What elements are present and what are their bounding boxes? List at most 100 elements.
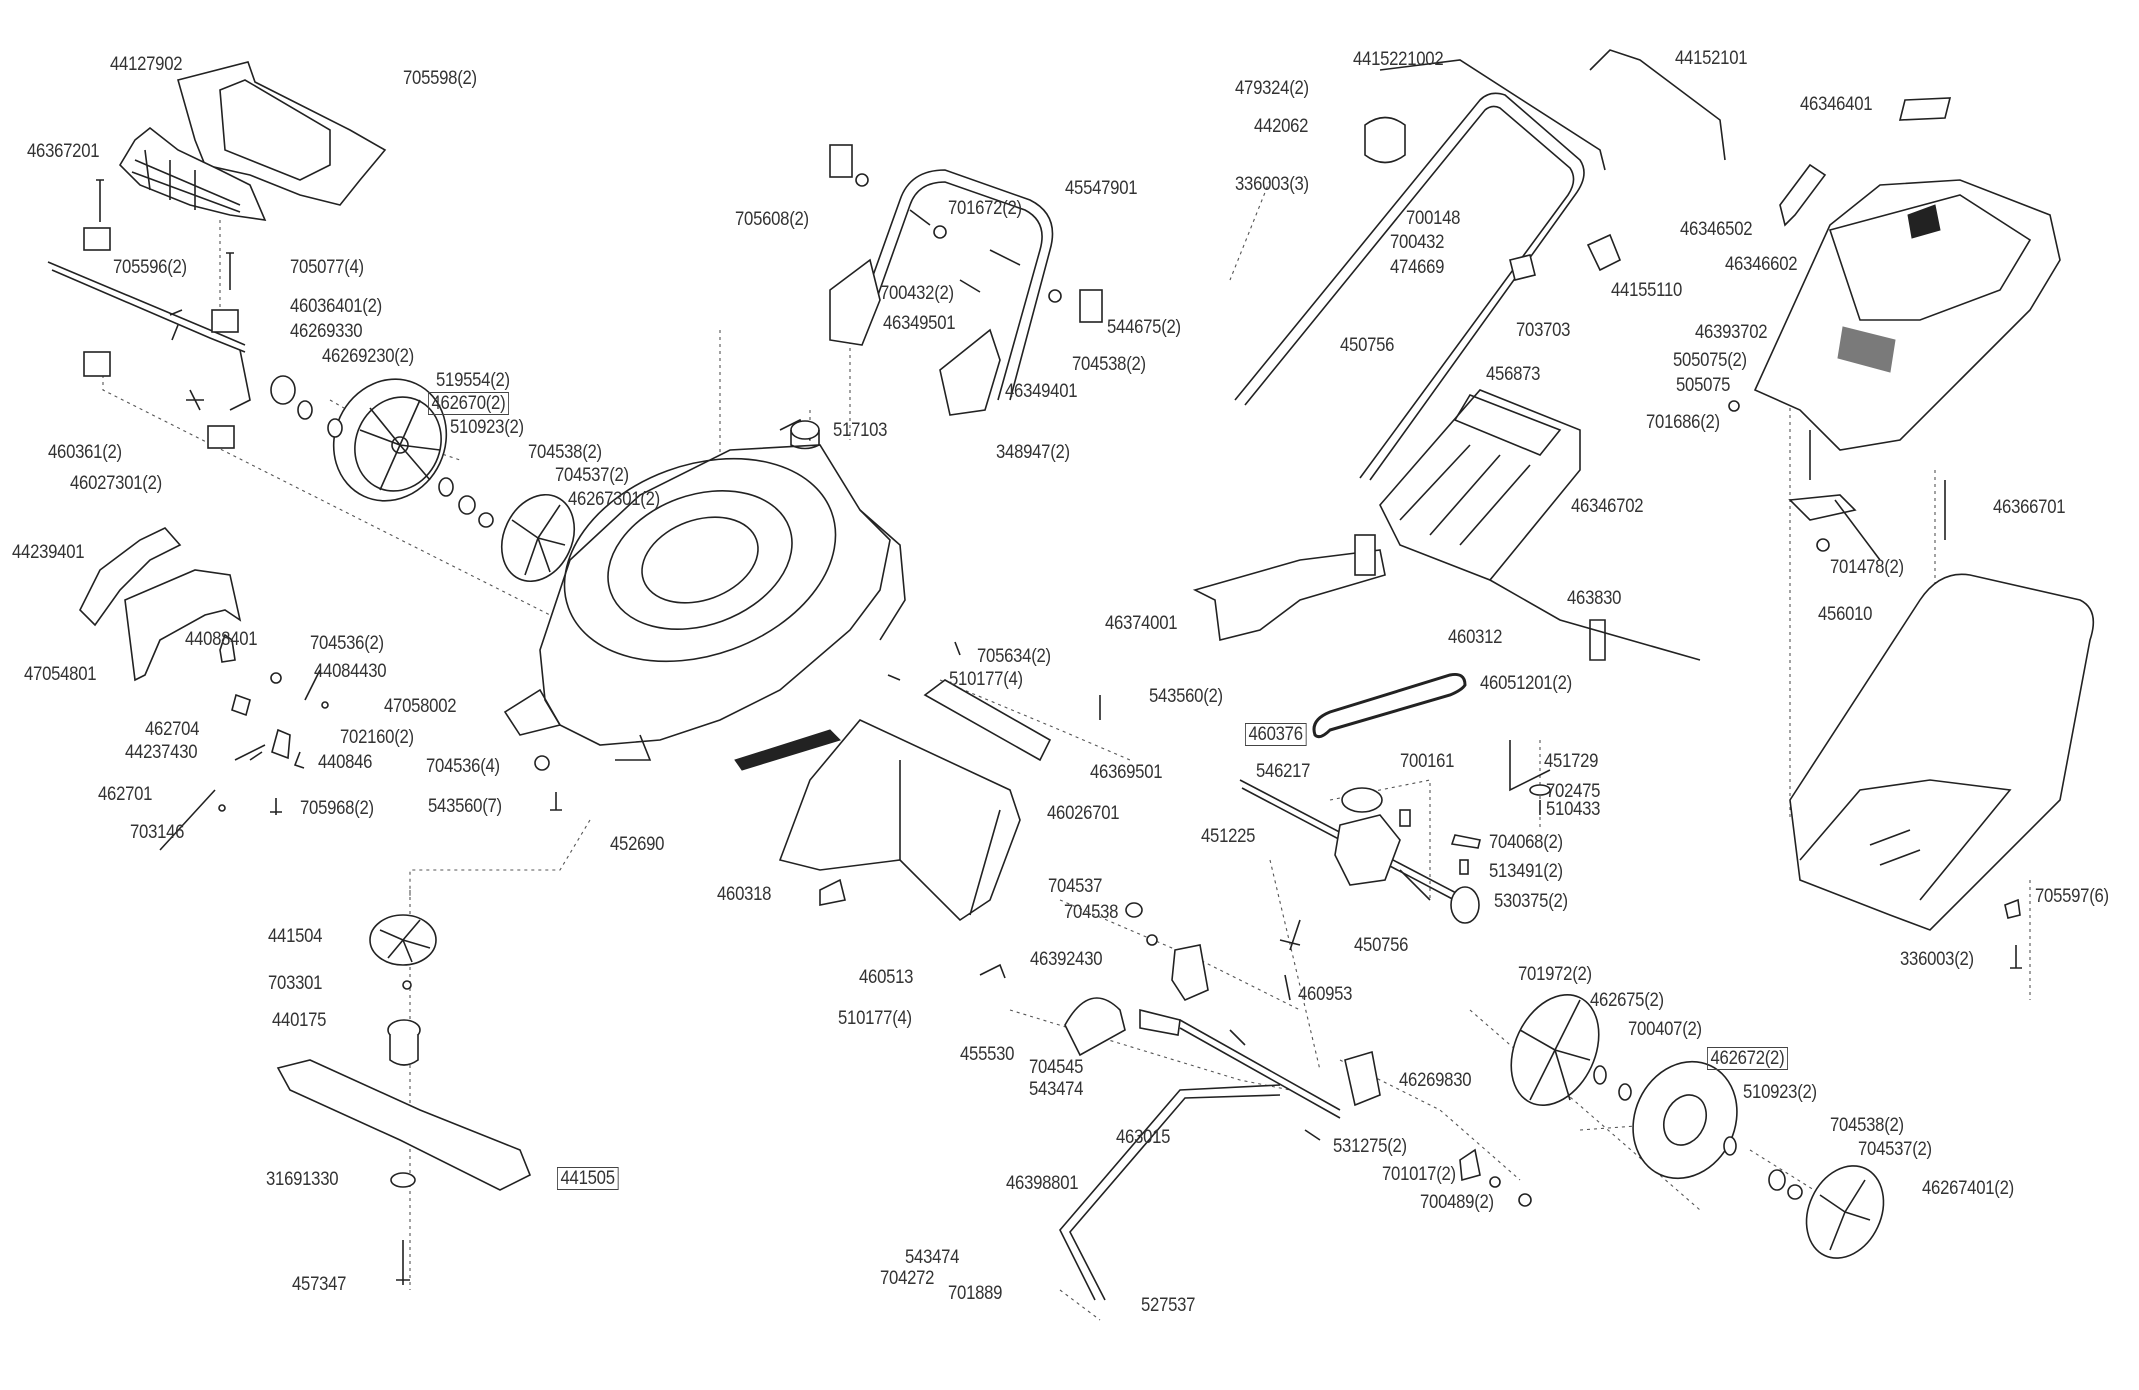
part-label: 451225 xyxy=(1201,826,1256,847)
part-label: 336003(2) xyxy=(1900,949,1974,970)
part-label: 705968(2) xyxy=(300,798,374,819)
part-label: 46367201 xyxy=(27,141,100,162)
front-axle xyxy=(47,179,313,449)
part-label: 46346602 xyxy=(1725,254,1798,275)
grass-bag-top xyxy=(1728,97,2061,561)
part-label: 700432 xyxy=(1390,232,1445,253)
part-label: 46026701 xyxy=(1047,803,1120,824)
part-label: 463015 xyxy=(1116,1127,1171,1148)
part-label: 474669 xyxy=(1390,257,1445,278)
part-label: 530375(2) xyxy=(1494,891,1568,912)
part-label: 700489(2) xyxy=(1420,1192,1494,1213)
part-label: 44152101 xyxy=(1675,48,1748,69)
lower-handle xyxy=(790,144,1103,450)
part-label: 513491(2) xyxy=(1489,861,1563,882)
part-label: 46036401(2) xyxy=(290,296,382,317)
part-label: 460312 xyxy=(1448,627,1503,648)
upper-handle xyxy=(1234,49,1726,481)
part-label: 704537 xyxy=(1048,876,1103,897)
part-label: 705608(2) xyxy=(735,209,809,230)
part-label: 703146 xyxy=(130,822,185,843)
rear-chute xyxy=(734,641,1101,979)
height-adjust-parts xyxy=(159,633,562,851)
part-label: 479324(2) xyxy=(1235,78,1309,99)
part-label-boxed: 441505 xyxy=(557,1167,619,1190)
part-label: 700407(2) xyxy=(1628,1019,1702,1040)
part-label: 705598(2) xyxy=(403,68,477,89)
part-label: 46267301(2) xyxy=(568,489,660,510)
part-label: 544675(2) xyxy=(1107,317,1181,338)
part-label: 701478(2) xyxy=(1830,557,1904,578)
part-label: 704536(2) xyxy=(310,633,384,654)
front-cover xyxy=(118,61,387,221)
part-label: 704537(2) xyxy=(555,465,629,486)
grass-bag xyxy=(1789,573,2095,969)
part-label: 47058002 xyxy=(384,696,457,717)
part-label: 441504 xyxy=(268,926,323,947)
part-label: 543560(2) xyxy=(1149,686,1223,707)
part-label: 703703 xyxy=(1516,320,1571,341)
part-label-boxed: 462672(2) xyxy=(1707,1047,1788,1070)
part-label: 46346502 xyxy=(1680,219,1753,240)
front-wheel-left xyxy=(327,378,576,583)
part-label: 46349401 xyxy=(1005,381,1078,402)
part-label: 46346702 xyxy=(1571,496,1644,517)
part-label: 505075(2) xyxy=(1673,350,1747,371)
part-label: 460953 xyxy=(1298,984,1353,1005)
part-label: 46366701 xyxy=(1993,497,2066,518)
part-label: 462701 xyxy=(98,784,153,805)
rear-wheel xyxy=(1510,993,1885,1259)
part-label: 704538(2) xyxy=(528,442,602,463)
part-label: 705077(4) xyxy=(290,257,364,278)
part-label: 505075 xyxy=(1676,375,1731,396)
part-label: 336003(3) xyxy=(1235,174,1309,195)
part-label: 700432(2) xyxy=(880,283,954,304)
part-label: 702475 xyxy=(1546,781,1601,802)
part-label: 46269230(2) xyxy=(322,346,414,367)
part-label: 704068(2) xyxy=(1489,832,1563,853)
part-label: 46398801 xyxy=(1006,1173,1079,1194)
part-label: 703301 xyxy=(268,973,323,994)
part-label: 46374001 xyxy=(1105,613,1178,634)
part-label: 543474 xyxy=(905,1247,960,1268)
part-label: 510923(2) xyxy=(1743,1082,1817,1103)
part-label: 455530 xyxy=(960,1044,1015,1065)
part-label: 31691330 xyxy=(266,1169,339,1190)
part-label: 46349501 xyxy=(883,313,956,334)
part-label: 450756 xyxy=(1340,335,1395,356)
part-label: 510177(4) xyxy=(949,669,1023,690)
part-label: 456010 xyxy=(1818,604,1873,625)
part-label: 44088401 xyxy=(185,629,258,650)
part-label: 519554(2) xyxy=(436,370,510,391)
part-label: 460513 xyxy=(859,967,914,988)
part-label: 701889 xyxy=(948,1283,1003,1304)
part-label: 510923(2) xyxy=(450,417,524,438)
part-label: 700161 xyxy=(1400,751,1455,772)
part-label: 456873 xyxy=(1486,364,1541,385)
part-label: 527537 xyxy=(1141,1295,1196,1316)
part-label: 543560(7) xyxy=(428,796,502,817)
part-label: 705634(2) xyxy=(977,646,1051,667)
part-label: 452690 xyxy=(610,834,665,855)
part-label: 700148 xyxy=(1406,208,1461,229)
rear-axle xyxy=(1059,902,1532,1301)
part-label: 462675(2) xyxy=(1590,990,1664,1011)
part-label: 510177(4) xyxy=(838,1008,912,1029)
part-label: 45547901 xyxy=(1065,178,1138,199)
part-label: 46269330 xyxy=(290,321,363,342)
part-label: 46346401 xyxy=(1800,94,1873,115)
part-label: 462704 xyxy=(145,719,200,740)
rear-flap xyxy=(79,527,242,682)
part-label: 704537(2) xyxy=(1858,1139,1932,1160)
part-label: 46392430 xyxy=(1030,949,1103,970)
part-label: 705596(2) xyxy=(113,257,187,278)
blade-assembly xyxy=(276,914,532,1285)
part-label: 546217 xyxy=(1256,761,1311,782)
drive-gearbox xyxy=(1239,673,1551,1001)
part-label: 704536(4) xyxy=(426,756,500,777)
part-label-boxed: 460376 xyxy=(1245,723,1307,746)
part-label: 44239401 xyxy=(12,542,85,563)
part-label: 440846 xyxy=(318,752,373,773)
part-label: 510433 xyxy=(1546,799,1601,820)
